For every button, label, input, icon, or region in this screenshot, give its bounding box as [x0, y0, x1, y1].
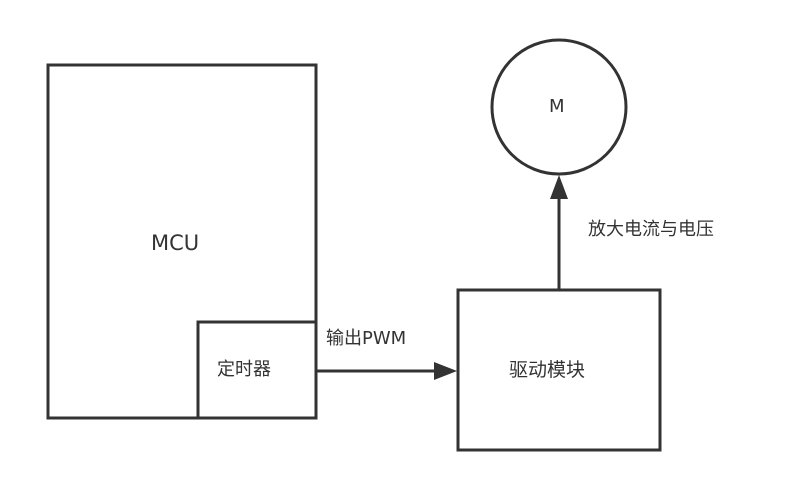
power-arrowhead: [550, 175, 568, 199]
driver-box: [456, 288, 662, 452]
motor-circle: [490, 38, 628, 176]
timer-label: 定时器: [217, 359, 271, 380]
pwm-edge-label: 输出PWM: [326, 328, 407, 349]
timer-box: [196, 320, 318, 420]
power-edge-label: 放大电流与电压: [588, 219, 714, 240]
driver-label: 驱动模块: [509, 359, 586, 381]
pwm-arrowhead: [434, 362, 457, 380]
mcu-label: MCU: [151, 231, 200, 255]
motor-label: M: [549, 96, 565, 117]
